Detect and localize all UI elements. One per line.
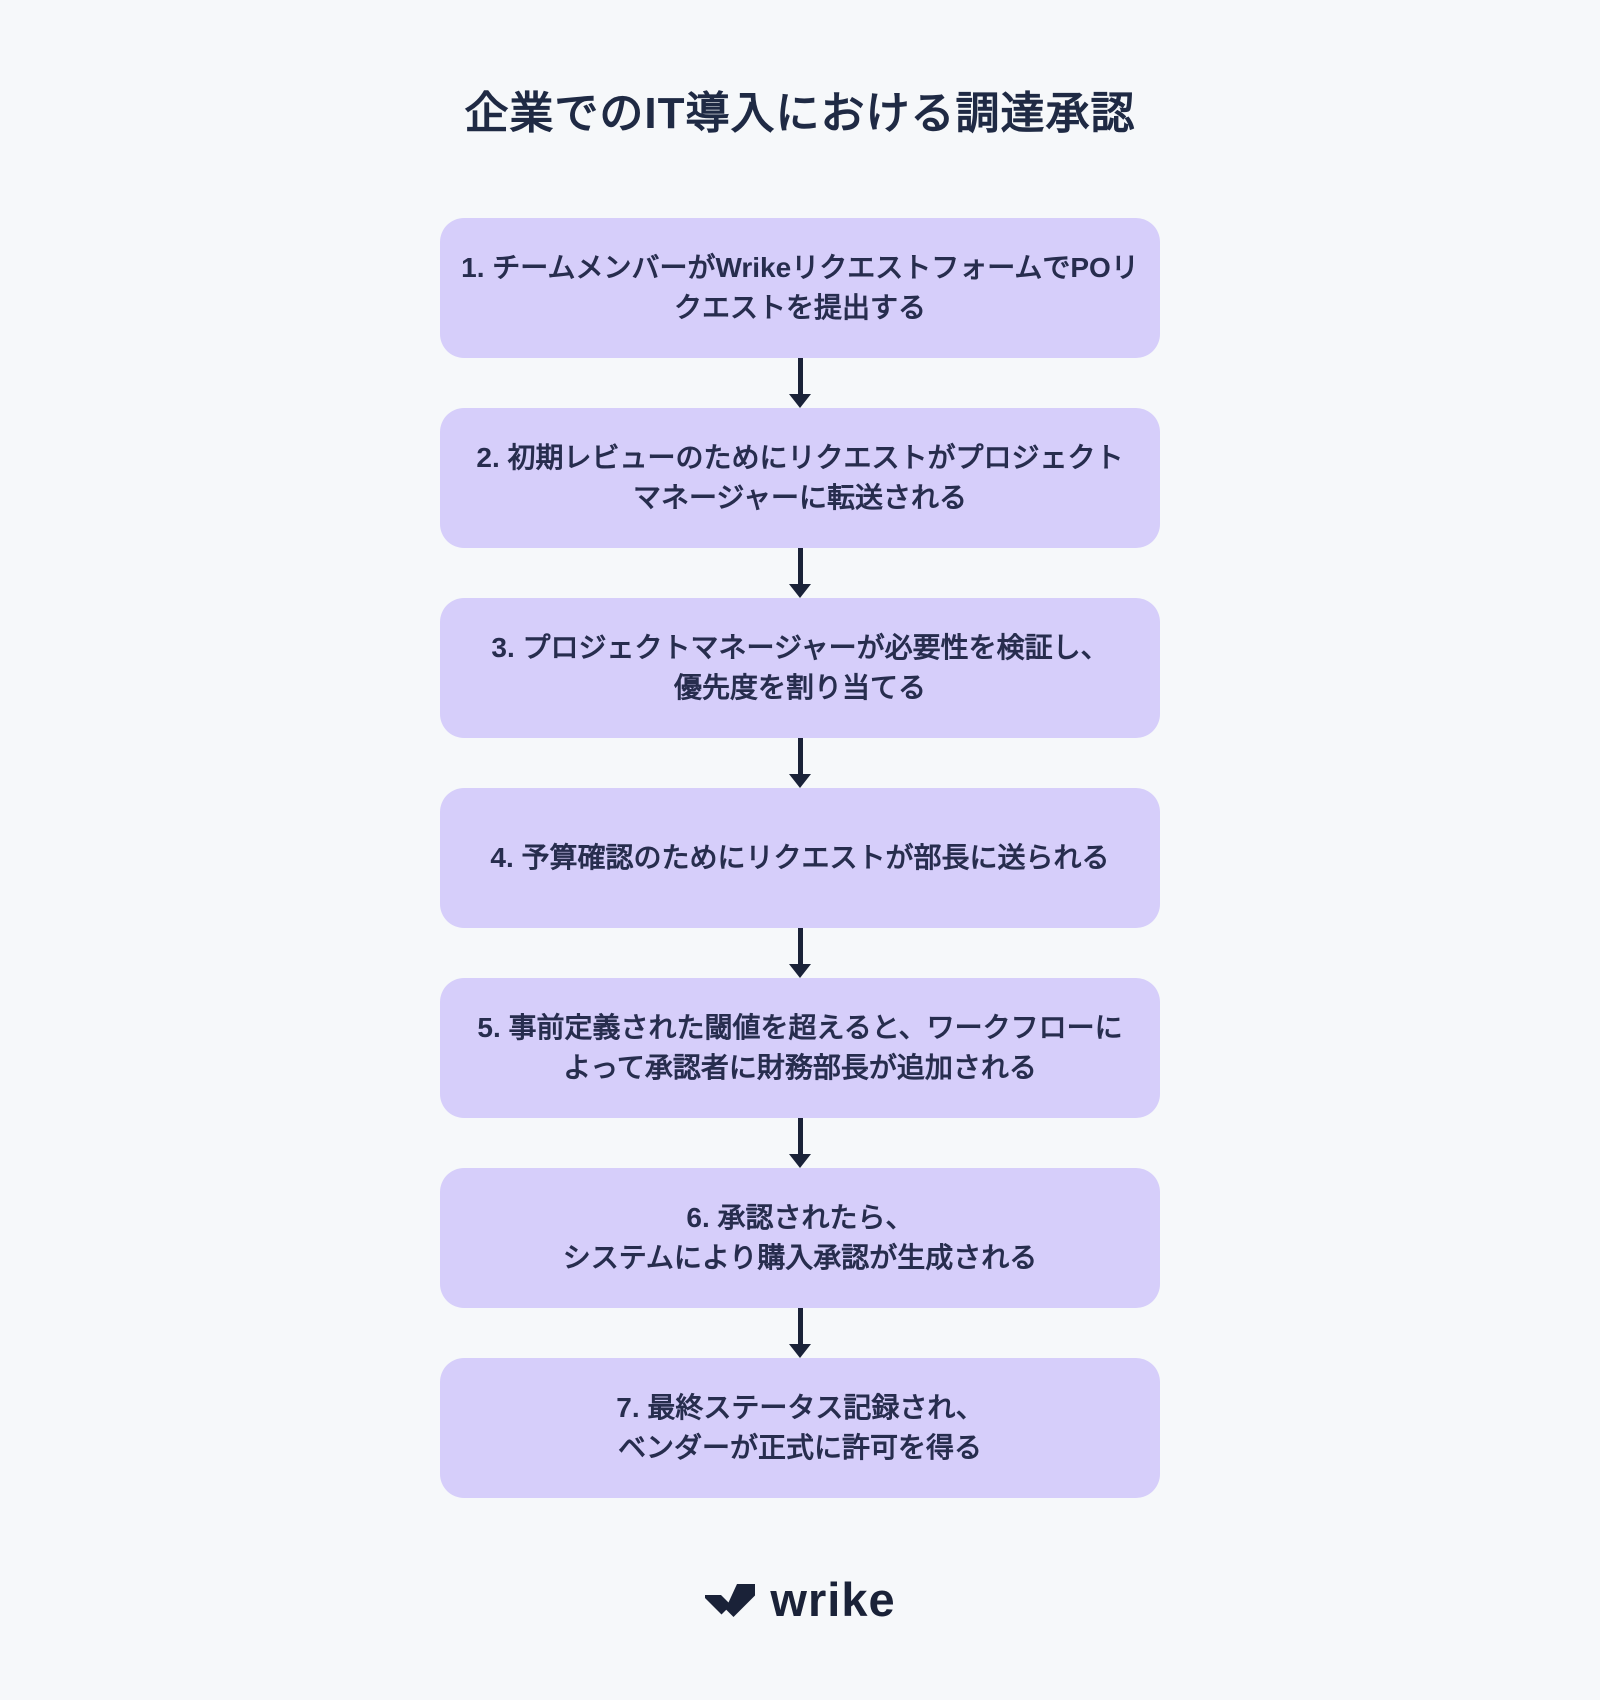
page-title: 企業でのIT導入における調達承認: [464, 89, 1136, 138]
step-text: 5. 事前定義された閾値を超えると、ワークフローに よって承認者に財務部長が追加…: [477, 1011, 1123, 1083]
arrow-down-icon: [788, 547, 812, 598]
step-text: 4. 予算確認のためにリクエストが部長に送られる: [490, 841, 1110, 873]
arrow-down-icon: [788, 357, 812, 408]
arrow-head: [789, 393, 811, 408]
flow-step-1: 1. チームメンバーがWrikeリクエストフォームでPOリ クエストを提出する: [440, 217, 1160, 358]
arrow-down-icon: [788, 737, 812, 788]
arrow-stem: [797, 357, 803, 394]
arrow-head: [789, 773, 811, 788]
arrow-stem: [797, 547, 803, 584]
arrow-head: [789, 963, 811, 978]
flow-step-2: 2. 初期レビューのためにリクエストがプロジェクト マネージャーに転送される: [440, 407, 1160, 548]
flowchart: 1. チームメンバーがWrikeリクエストフォームでPOリ クエストを提出する …: [440, 217, 1160, 1498]
step-text: 1. チームメンバーがWrikeリクエストフォームでPOリ クエストを提出する: [461, 251, 1139, 323]
step-text: 6. 承認されたら、 システムにより購入承認が生成される: [562, 1201, 1038, 1273]
arrow-stem: [797, 1307, 803, 1344]
wrike-double-check-icon: [705, 1584, 756, 1618]
flow-step-7: 7. 最終ステータス記録され、 ベンダーが正式に許可を得る: [440, 1357, 1160, 1498]
arrow-stem: [797, 927, 803, 964]
arrow-down-icon: [788, 1117, 812, 1168]
step-text: 7. 最終ステータス記録され、 ベンダーが正式に許可を得る: [616, 1391, 984, 1463]
arrow-stem: [797, 737, 803, 774]
arrow-stem: [797, 1117, 803, 1154]
flow-step-5: 5. 事前定義された閾値を超えると、ワークフローに よって承認者に財務部長が追加…: [440, 977, 1160, 1118]
arrow-down-icon: [788, 1307, 812, 1358]
flow-step-4: 4. 予算確認のためにリクエストが部長に送られる: [440, 787, 1160, 928]
wrike-logo-text: wrike: [770, 1572, 896, 1626]
step-text: 2. 初期レビューのためにリクエストがプロジェクト マネージャーに転送される: [476, 441, 1124, 513]
flow-step-3: 3. プロジェクトマネージャーが必要性を検証し、 優先度を割り当てる: [440, 597, 1160, 738]
wrike-logo: wrike: [704, 1576, 895, 1629]
arrow-down-icon: [788, 927, 812, 978]
arrow-head: [789, 1153, 811, 1168]
flow-step-6: 6. 承認されたら、 システムにより購入承認が生成される: [440, 1167, 1160, 1308]
arrow-head: [789, 1343, 811, 1358]
step-text: 3. プロジェクトマネージャーが必要性を検証し、 優先度を割り当てる: [491, 631, 1109, 703]
arrow-head: [789, 583, 811, 598]
